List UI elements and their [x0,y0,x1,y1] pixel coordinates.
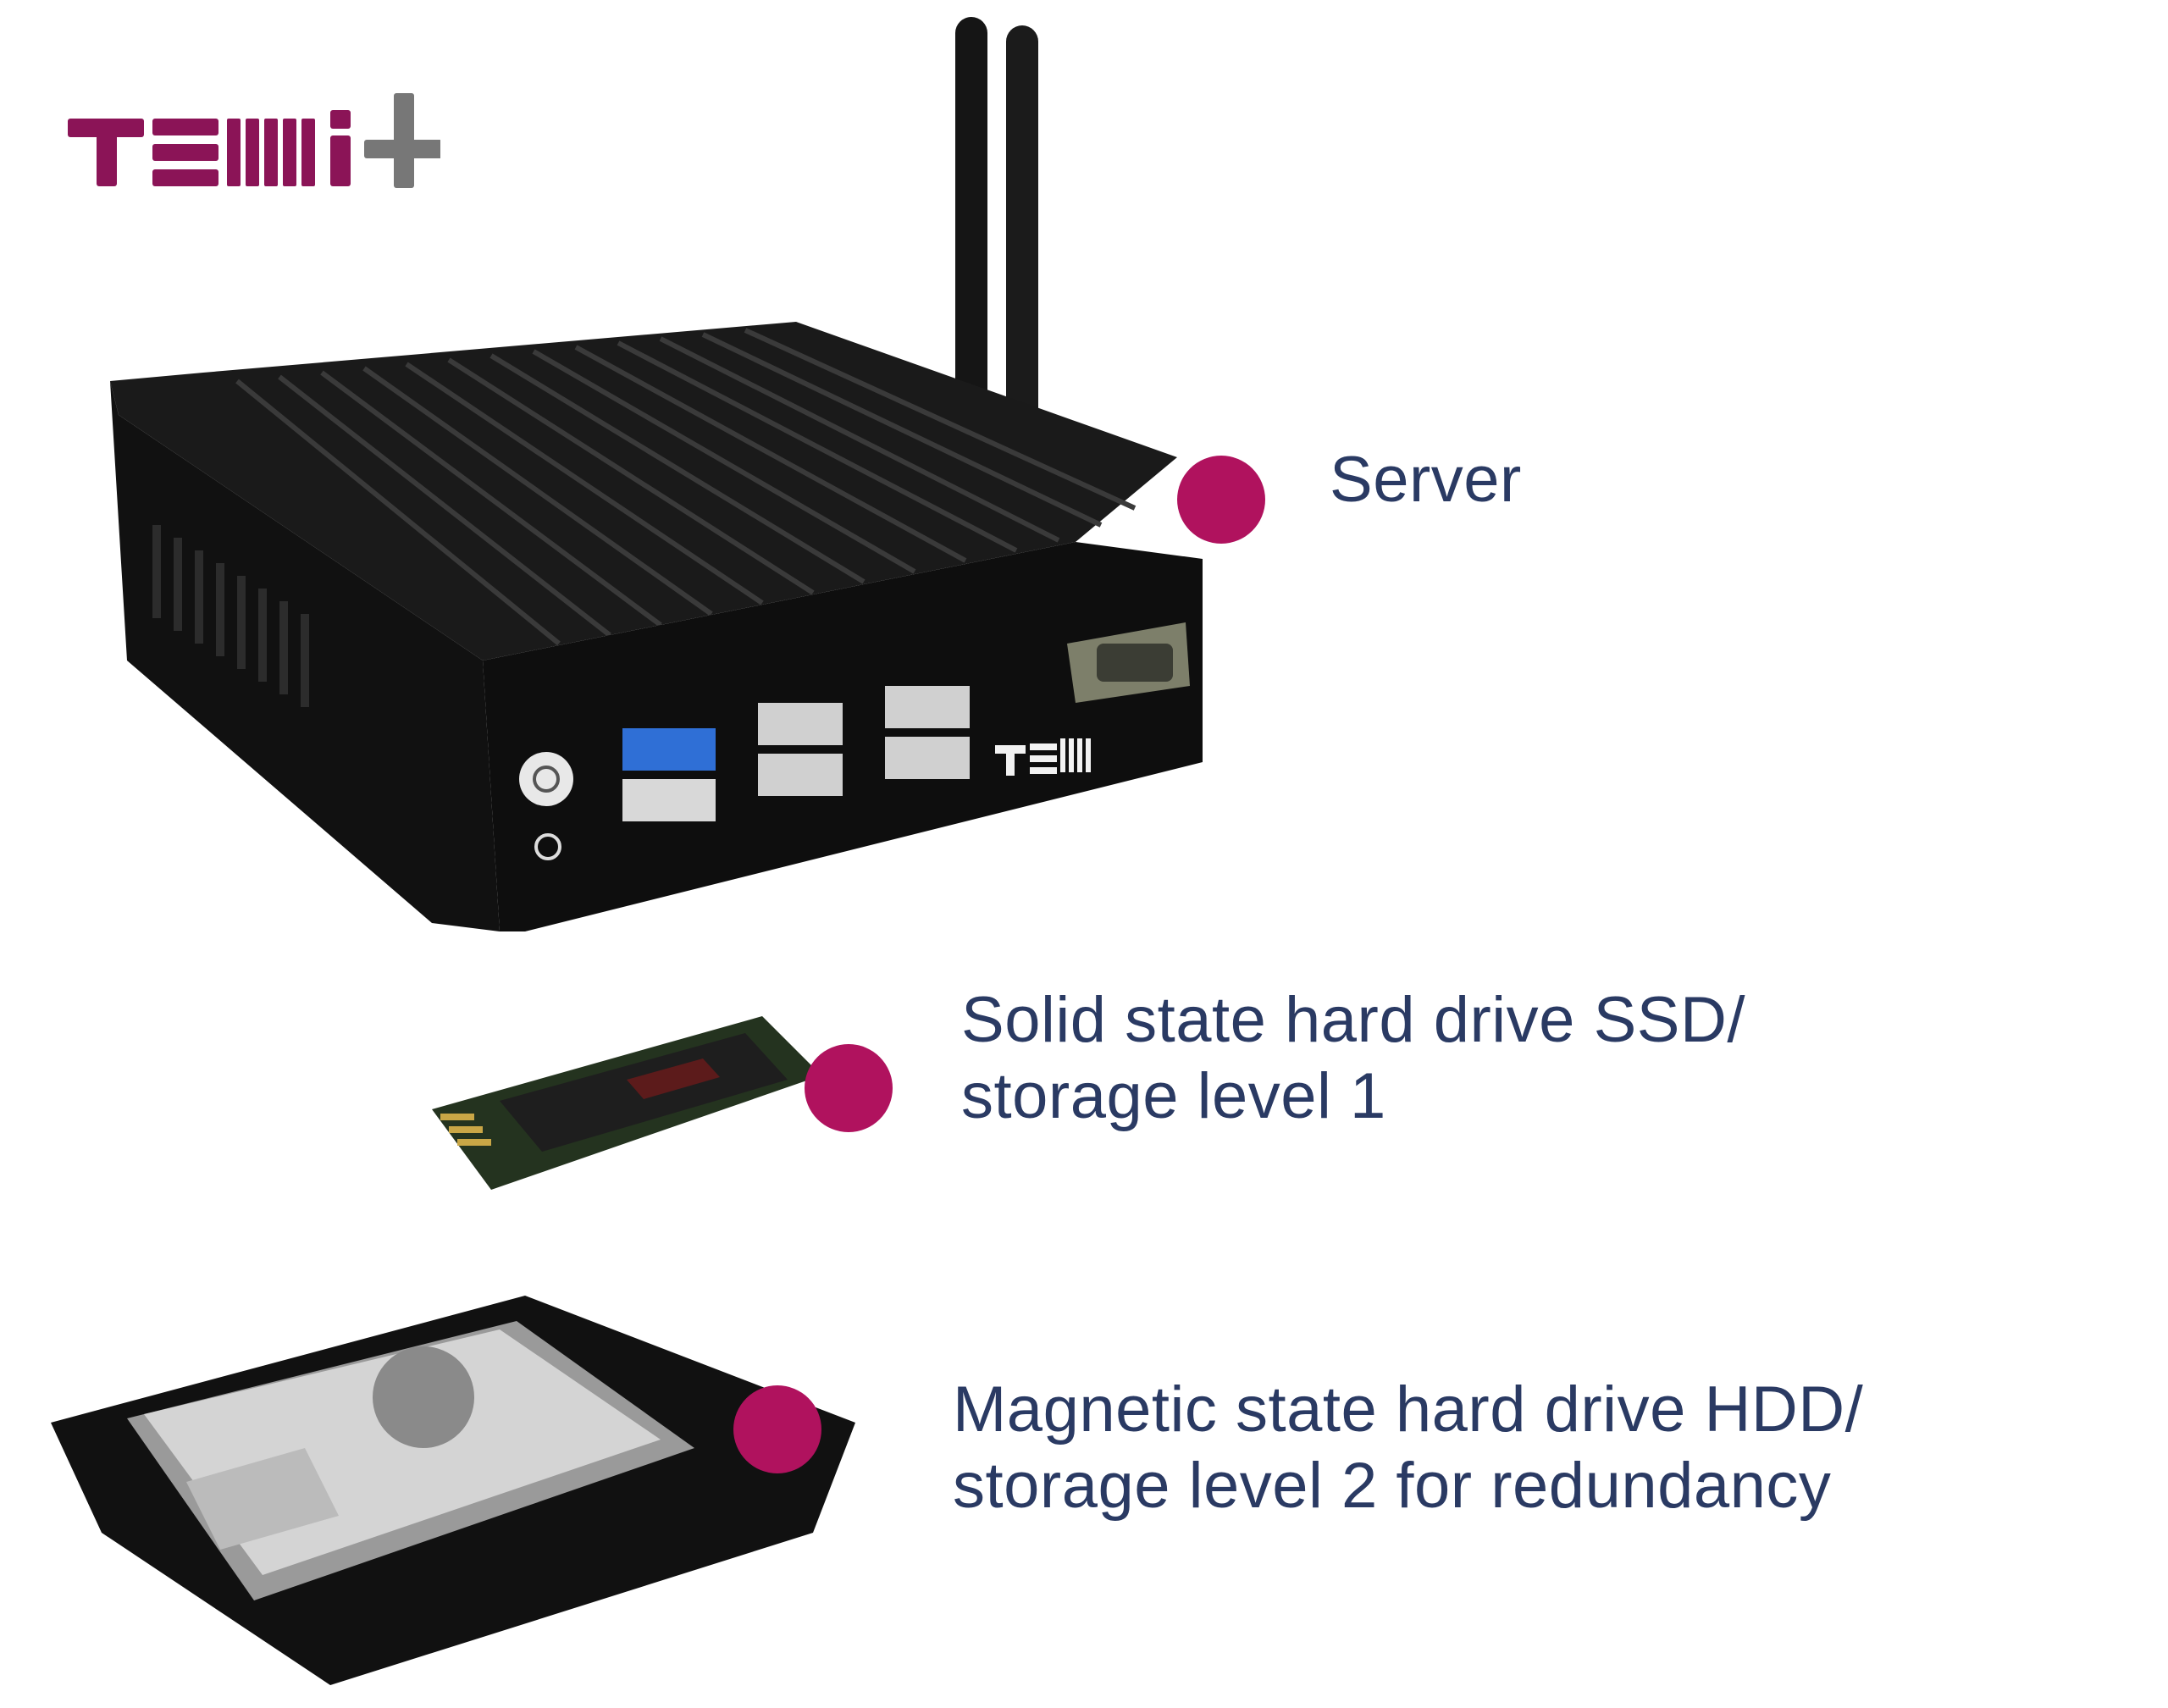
ssd-marker-dot [805,1044,893,1132]
ssd-label: Solid state hard drive SSD/ storage leve… [961,984,1745,1132]
hdd-label: Magnetic state hard drive HDD/ storage l… [953,1374,1864,1522]
server-label: Server [1330,444,1522,516]
server-marker-dot [1177,456,1265,544]
server-device-image [110,17,1203,931]
hdd-marker-dot [733,1385,821,1473]
ssd-module-image [432,1016,821,1190]
hdd-drive-image [51,1296,855,1685]
brand-logo [68,93,440,188]
